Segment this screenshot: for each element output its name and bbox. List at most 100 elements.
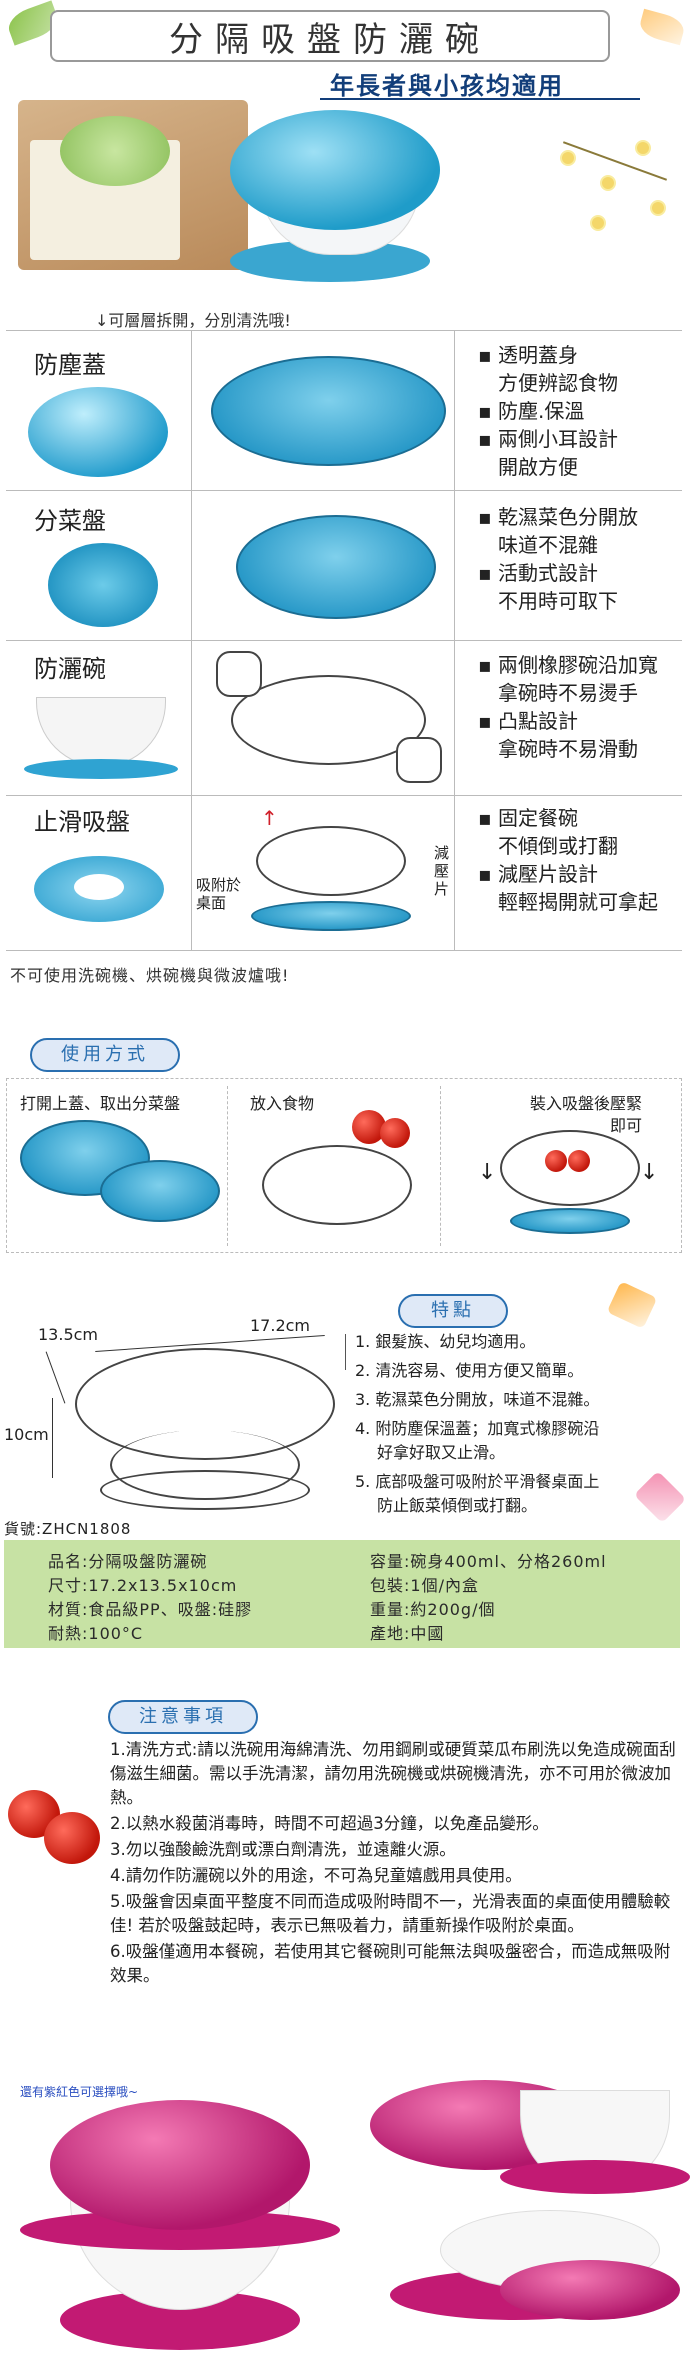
page-title: 分隔吸盤防灑碗 bbox=[169, 19, 491, 60]
flower-stem bbox=[562, 141, 668, 181]
features-title: 特點 bbox=[398, 1294, 508, 1328]
note-item: 6.吸盤僅適用本餐碗，若使用其它餐碗則可能無法與吸盤密合，而造成無吸附效果。 bbox=[110, 1942, 671, 1985]
usage-dish-sketch bbox=[100, 1160, 220, 1222]
part-label: 分菜盤 bbox=[34, 507, 106, 535]
color-option-note: 還有紫紅色可選擇哦~ bbox=[20, 2085, 139, 2099]
side-label-left: 吸附於 桌面 bbox=[196, 876, 242, 912]
feature-line: 不用時可取下 bbox=[498, 589, 618, 613]
feature-line: ▪減壓片設計 bbox=[478, 862, 598, 886]
feature-line: ▪兩側小耳設計 bbox=[478, 427, 618, 451]
usage-step: 放入食物 bbox=[250, 1094, 315, 1113]
subtitle-underline bbox=[320, 98, 640, 100]
product-code: 貨號:ZHCN1808 bbox=[4, 1520, 132, 1538]
table-divider bbox=[454, 331, 455, 951]
spec-cell: 包裝:1個/內盒 bbox=[370, 1576, 479, 1595]
note-item: 3.勿以強酸鹼洗劑或漂白劑清洗，並遠離火源。 bbox=[110, 1840, 456, 1859]
hero-lid bbox=[230, 110, 440, 230]
spec-cell: 產地:中國 bbox=[370, 1624, 445, 1643]
base-outline-sketch bbox=[100, 1470, 310, 1510]
part-features: ▪乾濕菜色分開放 味道不混雜 ▪活動式設計 不用時可取下 bbox=[478, 503, 638, 615]
dimension-length: 17.2cm bbox=[250, 1316, 311, 1335]
table-row: 防塵蓋 ▪透明蓋身 方便辨認食物 ▪防塵.保溫 ▪兩側小耳設計 開啟方便 bbox=[6, 331, 682, 491]
feature-line: 拿碗時不易燙手 bbox=[498, 681, 638, 705]
dish-sketch bbox=[236, 515, 436, 619]
table-row: 分菜盤 ▪乾濕菜色分開放 味道不混雜 ▪活動式設計 不用時可取下 bbox=[6, 491, 682, 641]
feature-line: ▪固定餐碗 bbox=[478, 806, 578, 830]
box-illustration bbox=[60, 116, 170, 186]
spec-cell: 材質:食品級PP、吸盤:硅膠 bbox=[48, 1600, 253, 1619]
tomato-icon bbox=[545, 1150, 567, 1172]
side-label-right: 減 壓 片 bbox=[434, 844, 450, 898]
feature-line: 味道不混雜 bbox=[498, 533, 598, 557]
usage-press-base bbox=[510, 1208, 630, 1234]
leaf-decoration-icon bbox=[637, 8, 687, 46]
feature-item: 好拿好取又止滑。 bbox=[377, 1443, 506, 1462]
hand-sketch bbox=[396, 737, 442, 783]
spec-table: 品名:分隔吸盤防灑碗 容量:碗身400ml、分格260ml 尺寸:17.2x13… bbox=[4, 1540, 680, 1648]
feature-line: ▪活動式設計 bbox=[478, 561, 598, 585]
feature-item: 3. 乾濕菜色分開放，味道不混雜。 bbox=[355, 1390, 600, 1409]
note-item: 4.請勿作防灑碗以外的用途，不可為兒童嬉戲用具使用。 bbox=[110, 1866, 522, 1885]
lift-arrow-icon: ↑ bbox=[261, 806, 278, 830]
pink-dish-cover bbox=[500, 2260, 680, 2320]
part-label: 防灑碗 bbox=[34, 655, 106, 683]
features-list: 1. 銀髮族、幼兒均適用。 2. 清洗容易、使用方便又簡單。 3. 乾濕菜色分開… bbox=[355, 1330, 680, 1534]
feature-line: ▪乾濕菜色分開放 bbox=[478, 505, 638, 529]
dimension-line bbox=[45, 1351, 66, 1404]
tomato-icon bbox=[44, 1812, 100, 1864]
feature-line: 輕輕揭開就可拿起 bbox=[498, 890, 658, 914]
lid-sketch bbox=[211, 356, 446, 466]
feature-line: 方便辨認食物 bbox=[498, 371, 618, 395]
feature-line: ▪凸點設計 bbox=[478, 709, 578, 733]
part-label: 止滑吸盤 bbox=[34, 808, 130, 836]
flower-icon bbox=[635, 140, 651, 156]
bowl-sketch bbox=[231, 675, 426, 765]
feature-marker bbox=[345, 1334, 346, 1370]
usage-step: 裝入吸盤後壓緊 bbox=[530, 1094, 643, 1113]
note-item: 5.吸盤會因桌面平整度不同而造成吸附時間不一，光滑表面的桌面使用體驗較佳! 若於… bbox=[110, 1892, 671, 1935]
flower-icon bbox=[560, 150, 576, 166]
part-label: 防塵蓋 bbox=[34, 351, 106, 379]
feature-item: 2. 清洗容易、使用方便又簡單。 bbox=[355, 1361, 584, 1380]
base-bowl-sketch bbox=[256, 826, 406, 896]
part-features: ▪固定餐碗 不傾倒或打翻 ▪減壓片設計 輕輕揭開就可拿起 bbox=[478, 804, 658, 916]
spec-cell: 尺寸:17.2x13.5x10cm bbox=[48, 1576, 238, 1595]
page-subtitle: 年長者與小孩均適用 bbox=[330, 72, 564, 100]
notes-title: 注意事項 bbox=[108, 1700, 258, 1734]
feature-line: ▪透明蓋身 bbox=[478, 343, 578, 367]
feature-item: 防止飯菜傾倒或打翻。 bbox=[377, 1496, 538, 1515]
table-row: 防灑碗 ▪兩側橡膠碗沿加寬 拿碗時不易燙手 ▪凸點設計 拿碗時不易滑動 bbox=[6, 641, 682, 796]
press-arrow-icon: ↓ bbox=[640, 1160, 659, 1185]
dish-photo bbox=[48, 543, 158, 627]
note-item: 2.以熱水殺菌消毒時，時間不可超過3分鐘，以免產品變形。 bbox=[110, 1814, 549, 1833]
bowl-rim-blue bbox=[24, 759, 178, 779]
feature-item: 1. 銀髮族、幼兒均適用。 bbox=[355, 1332, 536, 1351]
lid-photo bbox=[28, 387, 168, 477]
usage-title: 使用方式 bbox=[30, 1038, 180, 1072]
dimension-width: 13.5cm bbox=[38, 1325, 99, 1344]
disassemble-note: ↓可層層拆開，分別清洗哦! bbox=[95, 311, 291, 330]
part-features: ▪兩側橡膠碗沿加寬 拿碗時不易燙手 ▪凸點設計 拿碗時不易滑動 bbox=[478, 651, 658, 763]
feature-item: 5. 底部吸盤可吸附於平滑餐桌面上 bbox=[355, 1472, 600, 1491]
usage-panel bbox=[6, 1078, 682, 1253]
tomato-icon bbox=[568, 1150, 590, 1172]
dimension-height: 10cm bbox=[4, 1425, 49, 1444]
pink-rim-right bbox=[500, 2160, 690, 2194]
feature-line: 開啟方便 bbox=[498, 455, 578, 479]
flower-icon bbox=[600, 175, 616, 191]
base-suction-sketch bbox=[251, 901, 411, 931]
part-features: ▪透明蓋身 方便辨認食物 ▪防塵.保溫 ▪兩側小耳設計 開啟方便 bbox=[478, 341, 618, 481]
tomato-icon bbox=[380, 1118, 410, 1148]
table-row: 止滑吸盤 ↑ 吸附於 桌面 減 壓 片 ▪固定餐碗 不傾倒或打翻 ▪減壓片設計 … bbox=[6, 796, 682, 951]
flower-icon bbox=[650, 200, 666, 216]
note-item: 1.清洗方式:請以洗碗用海綿清洗、勿用鋼刷或硬質菜瓜布刷洗以免造成碗面刮傷滋生細… bbox=[110, 1740, 676, 1807]
feature-item: 4. 附防塵保溫蓋；加寬式橡膠碗沿 bbox=[355, 1419, 600, 1438]
flower-icon bbox=[590, 215, 606, 231]
step-divider bbox=[227, 1086, 228, 1246]
step-divider bbox=[440, 1086, 441, 1246]
title-banner: 分隔吸盤防灑碗 bbox=[50, 10, 610, 62]
notes-list: 1.清洗方式:請以洗碗用海綿清洗、勿用鋼刷或硬質菜瓜布刷洗以免造成碗面刮傷滋生細… bbox=[110, 1738, 680, 1990]
spec-cell: 耐熱:100°C bbox=[48, 1624, 144, 1643]
feature-line: ▪防塵.保溫 bbox=[478, 399, 585, 423]
